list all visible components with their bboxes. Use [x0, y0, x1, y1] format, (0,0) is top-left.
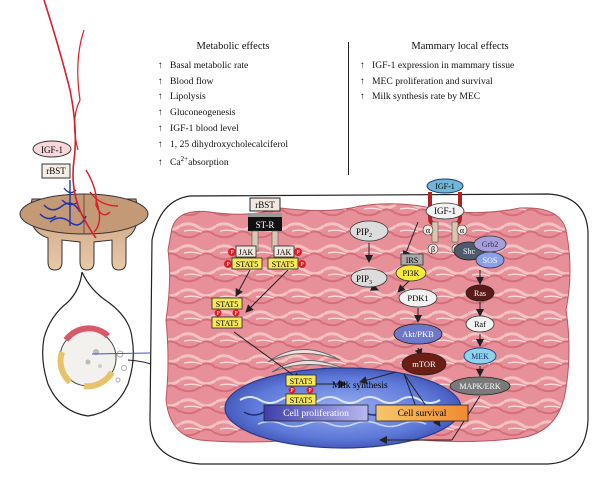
pip2: PIP2: [349, 220, 389, 242]
irs: IRS: [400, 253, 424, 266]
grb2: Grb2: [473, 235, 507, 253]
up-arrow-icon: ↑: [158, 60, 163, 71]
svg-text:JAK: JAK: [277, 248, 292, 257]
svg-text:Akt/PKB: Akt/PKB: [402, 329, 434, 339]
svg-text:MEK: MEK: [471, 352, 489, 361]
svg-text:STAT5: STAT5: [216, 300, 238, 309]
metabolic-effect-item: ↑IGF-1 blood level: [158, 121, 288, 137]
pip3: PIP3: [350, 268, 388, 288]
magnification-lens: [42, 271, 134, 417]
metabolic-effect-item: ↑Blood flow: [158, 74, 288, 90]
svg-text:JAK: JAK: [239, 248, 254, 257]
ras: Ras: [465, 284, 495, 302]
column-divider: [348, 42, 349, 175]
svg-text:Raf: Raf: [474, 320, 486, 329]
mammary-effect-item: ↑Milk synthesis rate by MEC: [360, 89, 514, 105]
svg-text:STAT5: STAT5: [216, 319, 238, 328]
mek: MEK: [463, 347, 497, 365]
mammary-effects-title: Mammary local effects: [411, 41, 509, 52]
igf1-blood-label: IGF-1: [32, 140, 72, 158]
svg-text:Shc: Shc: [463, 247, 475, 256]
jak-right: JAK: [273, 245, 295, 258]
cell-proliferation-box: Cell proliferation: [263, 404, 369, 422]
svg-text:ST-R: ST-R: [256, 220, 275, 230]
mammary-effect-item: ↑IGF-1 expression in mammary tissue: [360, 58, 514, 74]
svg-text:Ras: Ras: [474, 289, 486, 298]
svg-text:IRS: IRS: [406, 256, 418, 265]
raf: Raf: [465, 315, 495, 333]
milk-synthesis-label: Milk synthesis: [332, 381, 388, 391]
svg-text:rBST: rBST: [255, 200, 275, 210]
svg-text:IGF-1: IGF-1: [435, 182, 455, 191]
stat5-right: STAT5: [267, 257, 299, 270]
svg-text:PDK1: PDK1: [407, 293, 428, 303]
metabolic-effects-list: ↑Basal metabolic rate ↑Blood flow ↑Lipol…: [158, 58, 288, 171]
svg-text:PIP3: PIP3: [356, 274, 372, 286]
metabolic-effect-item: ↑Ca2+absorption: [158, 152, 288, 171]
igf1-ligand: IGF-1: [426, 178, 464, 194]
metabolic-effect-item: ↑1, 25 dihydroxycholecalciferol: [158, 137, 288, 153]
svg-text:PI3K: PI3K: [403, 269, 420, 278]
alveolus: [57, 325, 151, 390]
up-arrow-icon: ↑: [360, 75, 365, 87]
mtor: mTOR: [401, 352, 447, 376]
phosphate-label: P: [230, 250, 234, 256]
svg-text:α: α: [426, 226, 431, 235]
svg-text:mTOR: mTOR: [412, 359, 436, 369]
metabolic-effect-item: ↑Lipolysis: [158, 89, 288, 105]
mammary-effects-list: ↑IGF-1 expression in mammary tissue ↑MEC…: [360, 58, 514, 105]
mammary-effect-item: ↑MEC proliferation and survival: [360, 74, 514, 90]
svg-text:α: α: [460, 226, 465, 235]
up-arrow-icon: ↑: [158, 138, 163, 150]
sos: SOS: [475, 251, 505, 269]
metabolic-effect-item: ↑Basal metabolic rate: [158, 58, 288, 74]
svg-text:STAT5: STAT5: [290, 377, 312, 386]
jak-left: JAK: [235, 245, 257, 258]
pi3k: PI3K: [395, 264, 427, 282]
phosphate-label: P: [300, 262, 304, 268]
up-arrow-icon: ↑: [158, 91, 163, 103]
metabolic-effect-item: ↑Gluconeogenesis: [158, 105, 288, 121]
rbst-hormone: rBST: [249, 197, 281, 212]
rbst-blood-label: rBST: [41, 163, 71, 179]
svg-text:STAT5: STAT5: [290, 396, 312, 405]
phosphate-label: P: [234, 311, 238, 317]
phosphate-label: P: [216, 311, 220, 317]
up-arrow-icon: ↑: [158, 122, 163, 134]
svg-text:SOS: SOS: [483, 256, 498, 265]
phosphate-label: P: [308, 388, 312, 394]
svg-text:MAPK/ERK: MAPK/ERK: [459, 382, 501, 391]
svg-text:Milk synthesis: Milk synthesis: [332, 381, 388, 391]
cell-survival-box: Cell survival: [375, 404, 469, 422]
svg-text:STAT5: STAT5: [236, 260, 258, 269]
phosphate-label: P: [226, 262, 230, 268]
stat5-left: STAT5: [231, 257, 263, 270]
mapk-erk: MAPK/ERK: [449, 376, 511, 396]
svg-text:rBST: rBST: [46, 166, 66, 176]
phosphate-markers: P P P P: [224, 248, 306, 268]
pdk1: PDK1: [398, 288, 438, 308]
phosphate-label: P: [296, 250, 300, 256]
svg-text:IGF-1: IGF-1: [434, 206, 456, 216]
up-arrow-icon: ↑: [158, 157, 163, 169]
svg-text:β: β: [431, 245, 435, 254]
svg-text:Cell proliferation: Cell proliferation: [283, 408, 349, 419]
akt-pkb: Akt/PKB: [393, 323, 443, 345]
up-arrow-icon: ↑: [158, 107, 163, 119]
svg-text:STAT5: STAT5: [272, 260, 294, 269]
up-arrow-icon: ↑: [360, 60, 365, 71]
stat5-dimer: STAT5 P P STAT5: [211, 297, 243, 329]
phosphate-label: P: [290, 388, 294, 394]
svg-text:IGF-1: IGF-1: [41, 145, 63, 155]
svg-text:Grb2: Grb2: [482, 240, 498, 249]
svg-text:PIP2: PIP2: [356, 227, 372, 239]
up-arrow-icon: ↑: [158, 75, 163, 87]
igf1-receptor: IGF-1 α α β β: [422, 192, 468, 255]
svg-text:Cell survival: Cell survival: [398, 409, 447, 419]
udder: [19, 0, 149, 271]
up-arrow-icon: ↑: [360, 91, 365, 103]
metabolic-effects-title: Metabolic effects: [196, 41, 270, 52]
